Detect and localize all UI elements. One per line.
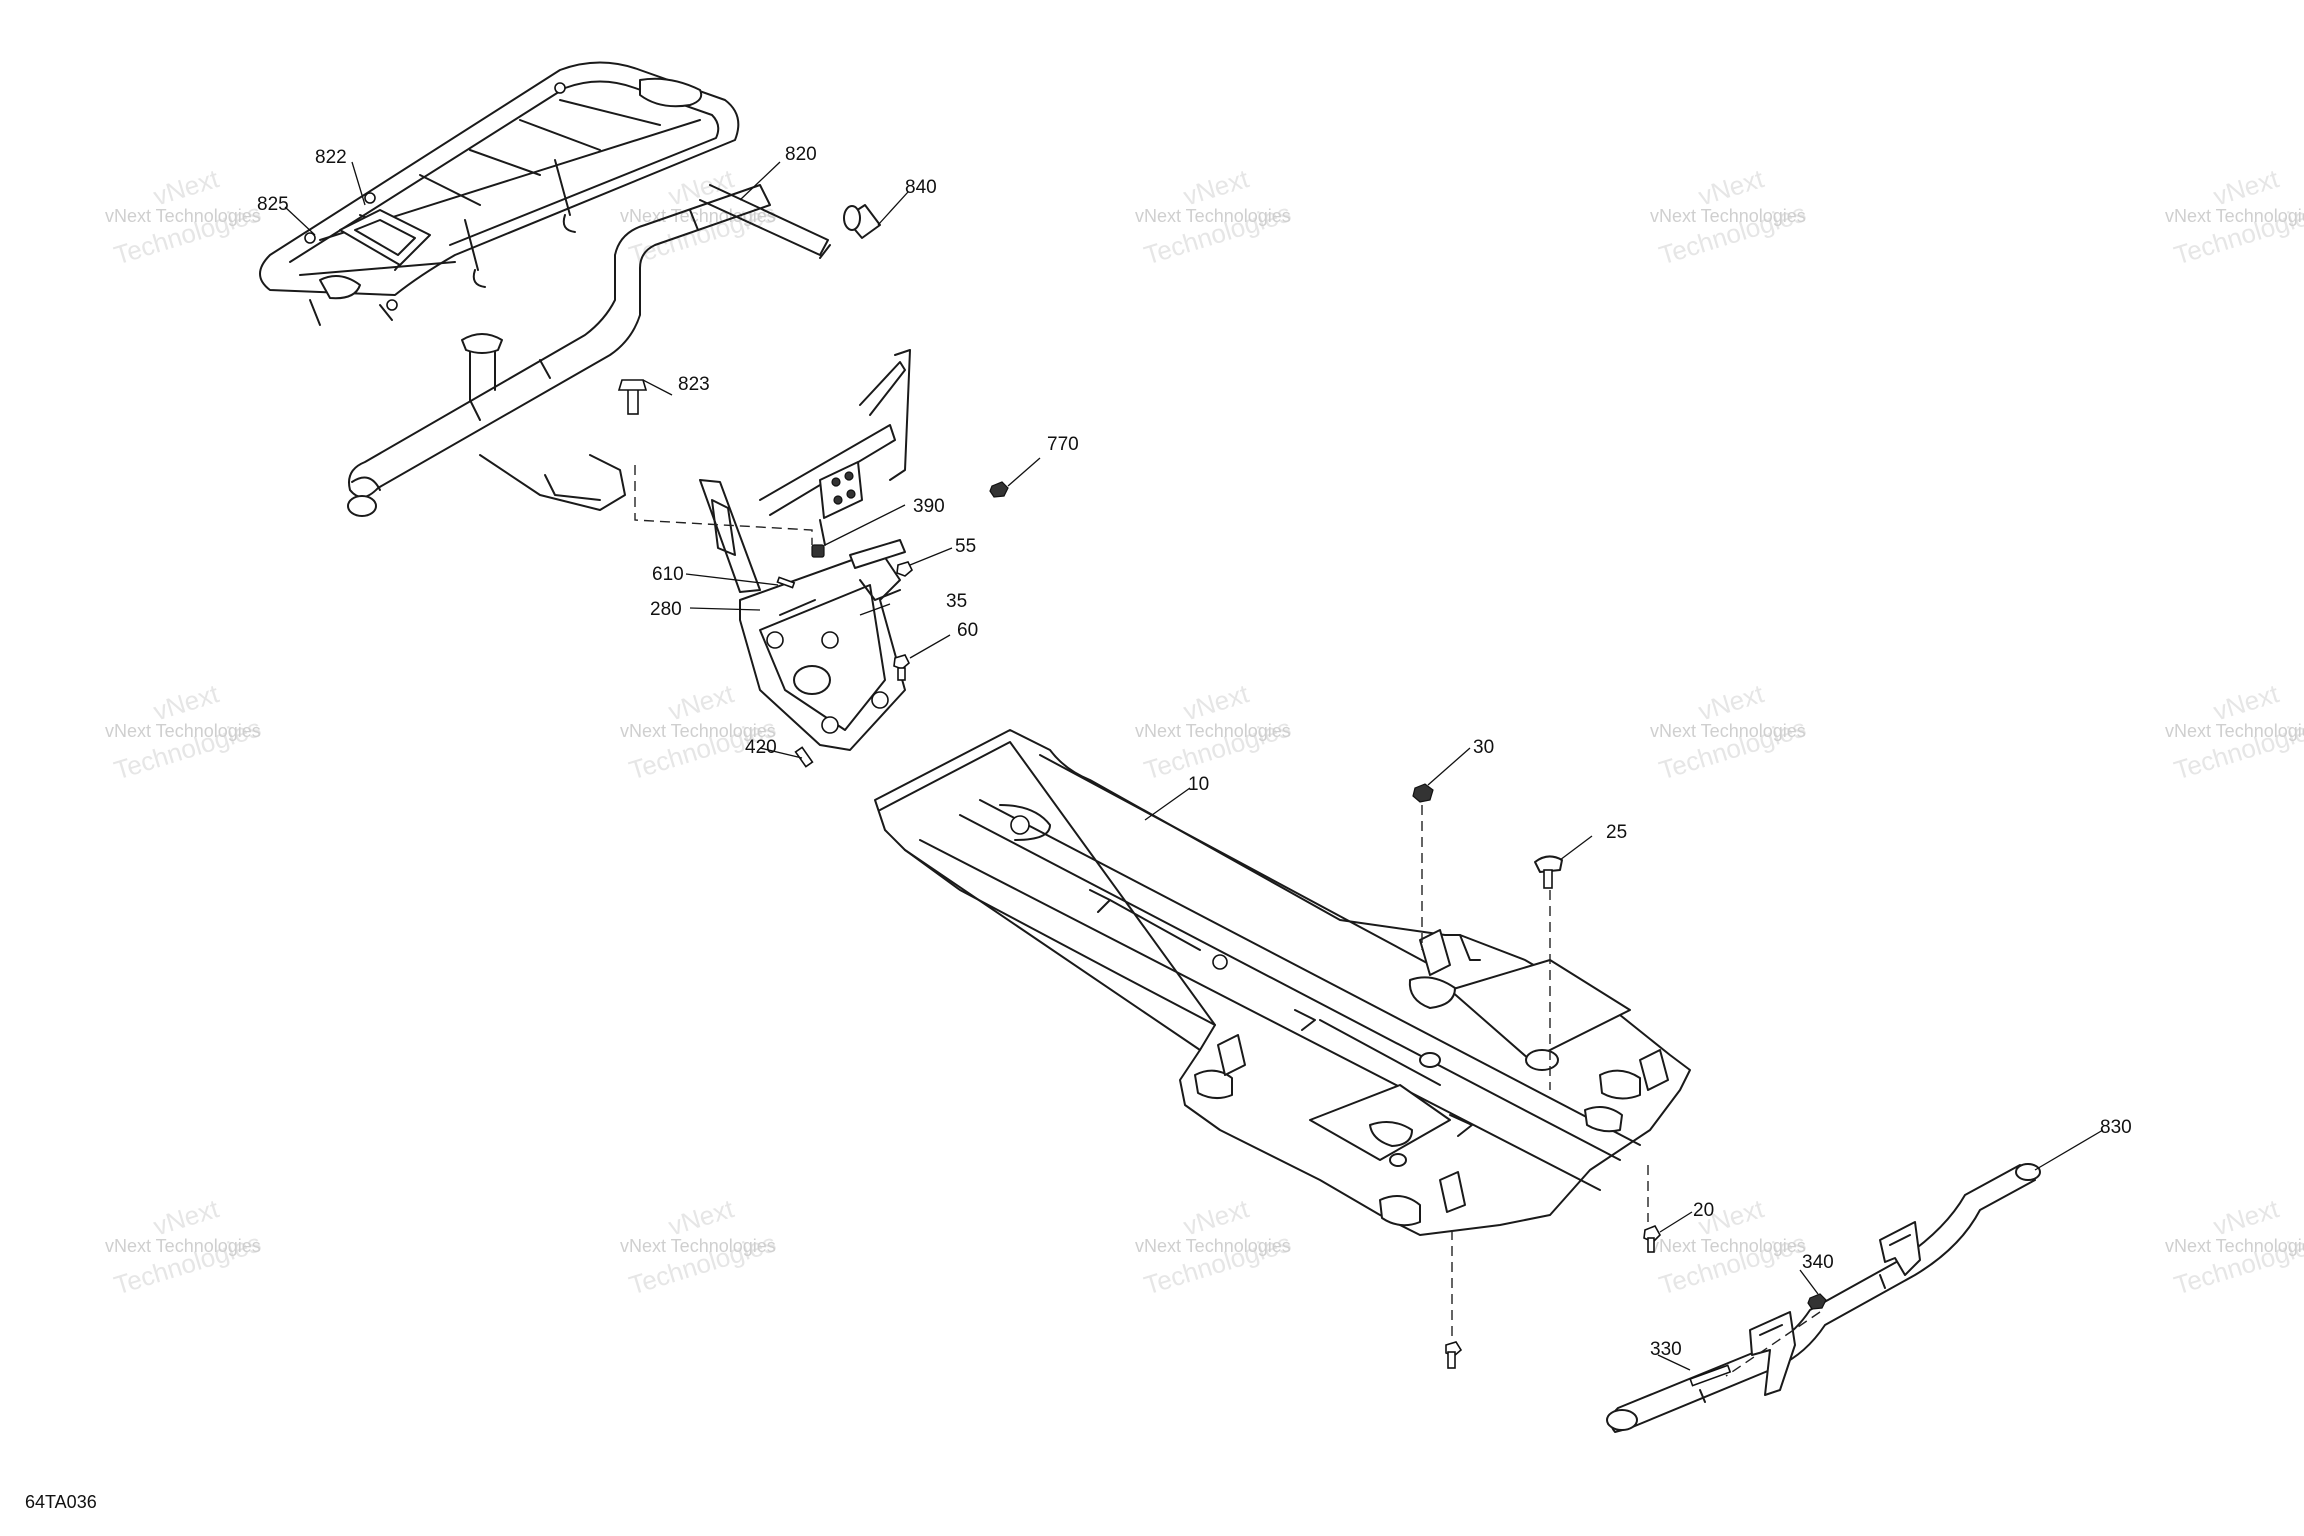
watermark-text: vNext bbox=[665, 678, 738, 726]
watermark-text: vNext bbox=[150, 1193, 223, 1241]
front-bumper-bar bbox=[1606, 1163, 2041, 1433]
alignment-lines bbox=[634, 465, 1821, 1377]
callout-leaders bbox=[284, 161, 2104, 1371]
callout-280: 280 bbox=[650, 599, 682, 620]
drawing-code: 64TA036 bbox=[25, 1492, 97, 1512]
callout-25: 25 bbox=[1606, 822, 1627, 843]
watermark-text: vNext Technologies bbox=[1650, 721, 1806, 741]
watermark-text: vNext bbox=[1695, 163, 1768, 211]
callout-35: 35 bbox=[946, 591, 967, 612]
callout-30: 30 bbox=[1473, 737, 1494, 758]
watermark-text: vNext Technologies bbox=[105, 1236, 261, 1256]
callout-20: 20 bbox=[1693, 1200, 1714, 1221]
watermark-text: vNext Technologies bbox=[1135, 206, 1291, 226]
watermark-text: vNext bbox=[1180, 678, 1253, 726]
watermark-text: vNext Technologies bbox=[2165, 1236, 2304, 1256]
watermark-text: vNext bbox=[2210, 163, 2283, 211]
watermark-text: vNext bbox=[2210, 1193, 2283, 1241]
watermark-text: vNext Technologies bbox=[2165, 206, 2304, 226]
callout-823: 823 bbox=[678, 374, 710, 395]
callout-420: 420 bbox=[745, 737, 777, 758]
watermark-text: vNext bbox=[1180, 1193, 1253, 1241]
watermark-text: vNext bbox=[665, 1193, 738, 1241]
watermark-text: vNext bbox=[150, 163, 223, 211]
watermark-text: vNext bbox=[150, 678, 223, 726]
callout-830: 830 bbox=[2100, 1117, 2132, 1138]
watermark-text: vNext Technologies bbox=[1650, 1236, 1806, 1256]
callout-770: 770 bbox=[1047, 434, 1079, 455]
watermark-text: vNext bbox=[2210, 678, 2283, 726]
callout-340: 340 bbox=[1802, 1252, 1834, 1273]
rear-rack bbox=[259, 61, 740, 326]
watermark-text: vNext Technologies bbox=[1650, 206, 1806, 226]
hardware bbox=[617, 204, 1827, 1387]
callout-60: 60 bbox=[957, 620, 978, 641]
watermark-text: vNext Technologies bbox=[105, 721, 261, 741]
callout-840: 840 bbox=[905, 177, 937, 198]
callout-330: 330 bbox=[1650, 1339, 1682, 1360]
center-bracket bbox=[699, 349, 911, 751]
callout-55: 55 bbox=[955, 536, 976, 557]
watermark-text: vNext Technologies bbox=[620, 721, 776, 741]
watermark-text: vNext bbox=[665, 163, 738, 211]
callout-labels: 822 825 820 840 823 770 390 55 610 35 28… bbox=[257, 144, 2132, 1360]
callout-390: 390 bbox=[913, 496, 945, 517]
watermark-text: vNext Technologies bbox=[1135, 1236, 1291, 1256]
rear-bumper-bar bbox=[347, 184, 831, 517]
callout-822: 822 bbox=[315, 147, 347, 168]
watermark-text: vNext Technologies bbox=[620, 1236, 776, 1256]
watermark-text: vNext Technologies bbox=[1135, 721, 1291, 741]
watermark-text: vNext bbox=[1695, 678, 1768, 726]
callout-820: 820 bbox=[785, 144, 817, 165]
watermark-text: vNext Technologies bbox=[105, 206, 261, 226]
watermark-text: vNext Technologies bbox=[2165, 721, 2304, 741]
watermark-text: vNext bbox=[1180, 163, 1253, 211]
skid-plate bbox=[874, 729, 1691, 1236]
callout-10: 10 bbox=[1188, 774, 1209, 795]
callout-610: 610 bbox=[652, 564, 684, 585]
callout-825: 825 bbox=[257, 194, 289, 215]
